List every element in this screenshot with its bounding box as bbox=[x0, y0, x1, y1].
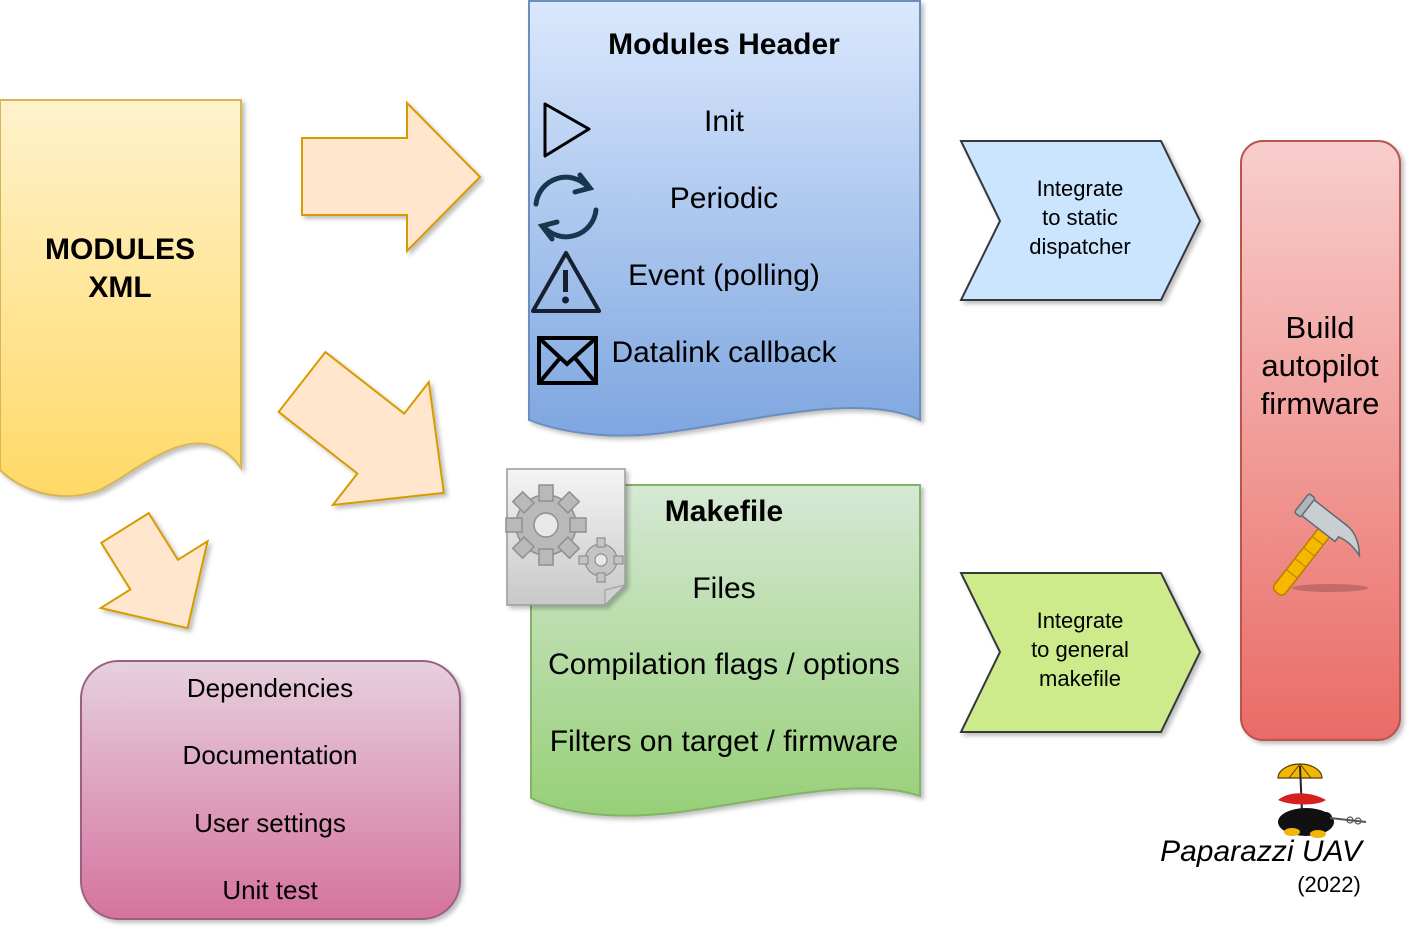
makefile-item-flags: Compilation flags / options bbox=[548, 648, 900, 681]
gears-file-icon bbox=[505, 468, 627, 607]
modules-xml-line2: XML bbox=[88, 271, 151, 304]
refresh-icon bbox=[533, 172, 599, 242]
play-icon bbox=[543, 102, 591, 158]
step-makefile-line3: makefile bbox=[1039, 666, 1121, 691]
step-makefile-line2: to general bbox=[1031, 637, 1129, 662]
paparazzi-year: (2022) bbox=[1297, 872, 1361, 897]
step-dispatcher-line1: Integrate bbox=[1037, 176, 1124, 201]
info-item-documentation: Documentation bbox=[183, 740, 358, 770]
step-dispatcher-line3: dispatcher bbox=[1029, 234, 1131, 259]
warning-icon bbox=[531, 251, 601, 313]
arrow-to-extra-box bbox=[98, 511, 210, 630]
step-dispatcher-line2: to static bbox=[1042, 205, 1118, 230]
hammer-icon bbox=[1272, 493, 1368, 596]
build-line1: Build bbox=[1286, 310, 1355, 345]
step-makefile-line1: Integrate bbox=[1037, 608, 1124, 633]
info-item-dependencies: Dependencies bbox=[187, 673, 353, 703]
header-item-event: Event (polling) bbox=[628, 259, 820, 292]
envelope-icon bbox=[537, 336, 598, 385]
header-item-periodic: Periodic bbox=[670, 182, 778, 215]
build-line2: autopilot bbox=[1261, 348, 1379, 383]
paparazzi-logo-icon bbox=[1277, 763, 1367, 838]
build-line3: firmware bbox=[1261, 386, 1380, 421]
modules-header-title: Modules Header bbox=[608, 28, 840, 61]
step-static-dispatcher: Integrate to static dispatcher bbox=[959, 140, 1202, 301]
makefile-item-files: Files bbox=[692, 572, 755, 605]
modules-xml-node: MODULES XML bbox=[0, 99, 242, 498]
info-item-user-settings: User settings bbox=[194, 808, 346, 838]
makefile-item-filters: Filters on target / firmware bbox=[550, 725, 898, 758]
makefile-node: Makefile Files Compilation flags / optio… bbox=[505, 468, 921, 817]
step-general-makefile: Integrate to general makefile bbox=[959, 572, 1202, 733]
header-item-init: Init bbox=[704, 105, 745, 138]
build-firmware-node: Build autopilot firmware bbox=[1240, 140, 1401, 741]
arrow-to-modules-header bbox=[301, 100, 482, 254]
arrow-to-makefile bbox=[277, 350, 445, 507]
module-info-box: Dependencies Documentation User settings… bbox=[80, 660, 461, 920]
info-item-unit-test: Unit test bbox=[222, 875, 318, 905]
paparazzi-name: Paparazzi UAV bbox=[1160, 835, 1365, 868]
paparazzi-logo: Paparazzi UAV (2022) bbox=[1160, 763, 1367, 897]
makefile-title: Makefile bbox=[665, 495, 783, 528]
header-item-datalink: Datalink callback bbox=[611, 336, 837, 369]
modules-header-node: Modules Header Init Periodic Event (poll… bbox=[528, 0, 921, 437]
modules-xml-line1: MODULES bbox=[45, 233, 195, 266]
